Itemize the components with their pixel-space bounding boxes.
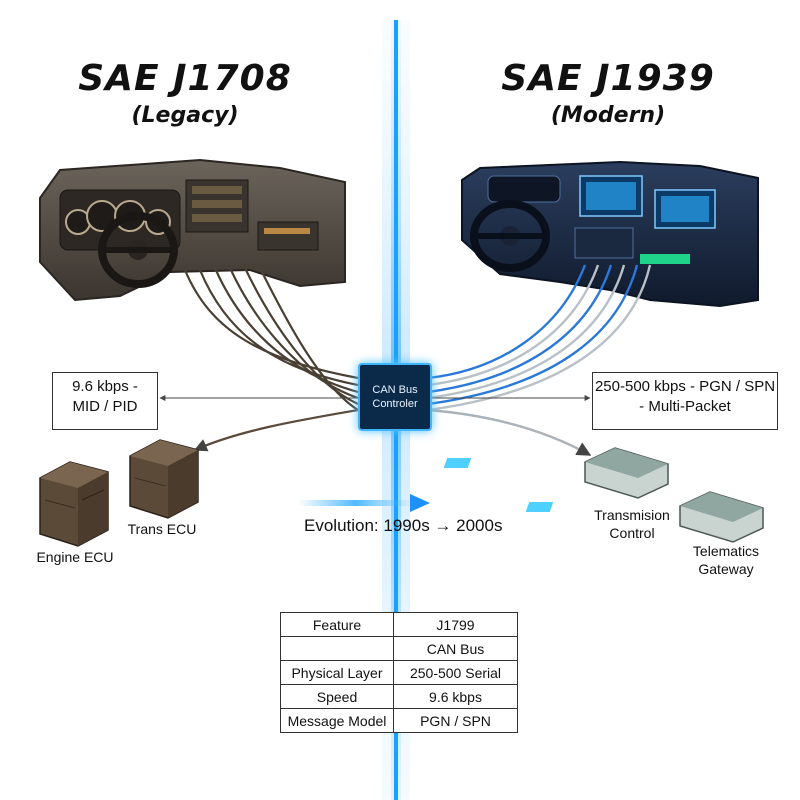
controller-line-1: CAN Bus: [372, 384, 418, 396]
telematics-label-line-1: Telematics: [692, 543, 760, 559]
legacy-spec-line-1: 9.6 kbps -: [72, 378, 138, 395]
legacy-wires: [183, 267, 359, 452]
telematics-gateway-label: Telematics Gateway: [676, 542, 776, 578]
ecu-box-icon: [129, 439, 199, 519]
table-cell: PGN / SPN: [393, 708, 518, 733]
telematics-label-line-2: Gateway: [698, 561, 754, 577]
steering-wheel-icon: [98, 212, 178, 288]
legacy-title-sub: (Legacy): [131, 103, 239, 128]
modern-spec-line-1: 250-500 kbps - PGN / SPN: [594, 378, 776, 395]
legacy-dashboard: [39, 158, 346, 302]
table-cell: Feature: [280, 612, 394, 637]
legacy-title: SAE J1708 (Legacy): [60, 58, 310, 128]
table-cell: Physical Layer: [280, 660, 394, 685]
table-cell: 9.6 kbps: [393, 684, 518, 709]
table-row: Feature J1799: [280, 612, 518, 637]
engine-ecu-label: Engine ECU: [36, 549, 114, 565]
legacy-title-main: SAE J1708: [78, 58, 292, 99]
can-bus-controller: CAN Bus Controler: [358, 363, 432, 431]
transmission-label-line-2: Control: [609, 525, 655, 541]
transmission-label-line-1: Transmision: [594, 507, 670, 523]
controller-line-2: Controler: [372, 398, 418, 410]
modern-wires: [427, 264, 652, 457]
table-cell: CAN Bus: [393, 636, 518, 661]
table-cell: 250-500 Serial: [393, 660, 518, 685]
table-row: Message Model PGN / SPN: [280, 708, 518, 733]
comparison-table: Feature J1799 CAN Bus Physical Layer 250…: [280, 612, 518, 733]
legacy-spec-line-2: MID / PID: [72, 398, 138, 415]
modern-dashboard: [461, 160, 759, 308]
modern-title-main: SAE J1939: [501, 58, 715, 99]
table-row: Physical Layer 250-500 Serial: [280, 660, 518, 685]
module-icon: [443, 447, 669, 499]
trans-ecu-label: Trans ECU: [127, 521, 197, 537]
table-cell: [280, 636, 394, 661]
transmission-control-label: Transmision Control: [582, 506, 682, 542]
table-cell: Speed: [280, 684, 394, 709]
ecu-box-icon: [39, 461, 109, 547]
modern-spec-box: 250-500 kbps - PGN / SPN - Multi-Packet: [592, 372, 778, 430]
table-cell: Message Model: [280, 708, 394, 733]
table-row: CAN Bus: [280, 636, 518, 661]
modern-spec-line-2: - Multi-Packet: [639, 398, 731, 415]
table-cell: J1799: [393, 612, 518, 637]
modern-title: SAE J1939 (Modern): [478, 58, 738, 128]
steering-wheel-icon: [470, 200, 550, 272]
modern-title-sub: (Modern): [550, 103, 666, 128]
arrow-right-icon: [298, 494, 430, 512]
module-icon: [525, 491, 764, 543]
evolution-caption: Evolution: 1990s → 2000s: [304, 516, 503, 535]
legacy-spec-box: 9.6 kbps - MID / PID: [52, 372, 158, 430]
table-row: Speed 9.6 kbps: [280, 684, 518, 709]
